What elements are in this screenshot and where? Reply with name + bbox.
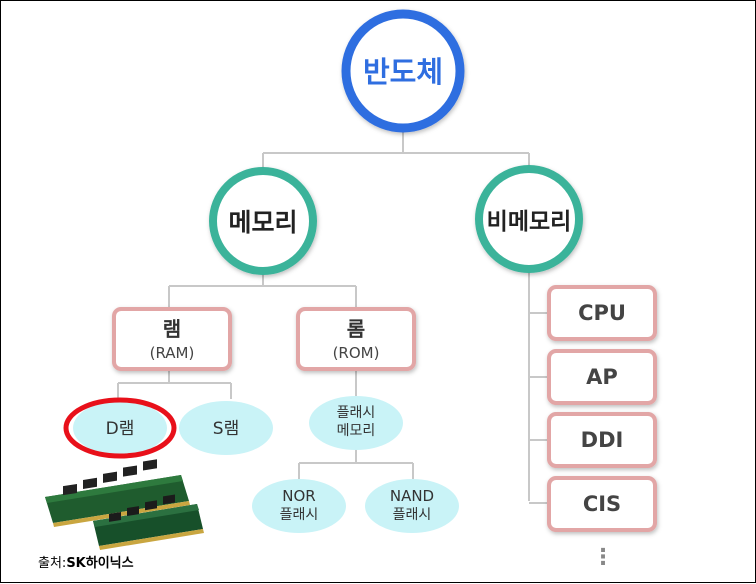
memory-node: 메모리 [209,167,317,275]
nonmemory-item-cis: CIS [547,476,657,532]
nand-line1: NAND [390,487,434,505]
caption-brand: SK하이닉스 [66,556,134,571]
nor-line1: NOR [282,487,315,505]
nonmemory-item-ddi: DDI [547,412,657,468]
nand-node: NAND 플래시 [365,479,459,533]
ram-title: 램 [163,317,181,341]
sram-label: S램 [213,419,239,439]
sram-node: S램 [179,401,273,455]
more-indicator: ⋮ [592,545,614,570]
nor-line2: 플래시 [280,507,319,523]
source-caption: 출처:SK하이닉스 [38,552,134,571]
root-label: 반도체 [363,55,443,89]
nonmemory-item-label: CPU [578,301,626,325]
nonmemory-item-label: AP [586,365,618,389]
nonmemory-label: 비메모리 [487,209,572,235]
dram-label: D램 [106,419,135,439]
root-node: 반도체 [341,9,465,133]
nonmemory-item-label: CIS [583,492,621,516]
nonmemory-item-ap: AP [547,349,657,405]
nand-line2: 플래시 [393,507,432,523]
memory-label: 메모리 [228,208,297,237]
ram-subtitle: (RAM) [150,344,195,362]
caption-prefix: 출처: [38,556,67,571]
ram-node: 램 (RAM) [112,307,232,371]
flash-line2: 메모리 [337,423,376,439]
dram-highlight-ring [63,397,177,459]
rom-subtitle: (ROM) [333,344,380,362]
rom-node: 롬 (ROM) [296,307,416,371]
flash-node: 플래시 메모리 [309,396,403,450]
dram-module-image [45,459,204,550]
rom-title: 롬 [347,317,365,341]
nonmemory-node: 비메모리 [475,165,583,273]
flash-line1: 플래시 [337,405,376,421]
nonmemory-item-cpu: CPU [547,285,657,341]
nonmemory-item-label: DDI [581,428,624,452]
nor-node: NOR 플래시 [252,479,346,533]
connector-lines [117,129,549,504]
dram-node: D램 [63,397,177,459]
